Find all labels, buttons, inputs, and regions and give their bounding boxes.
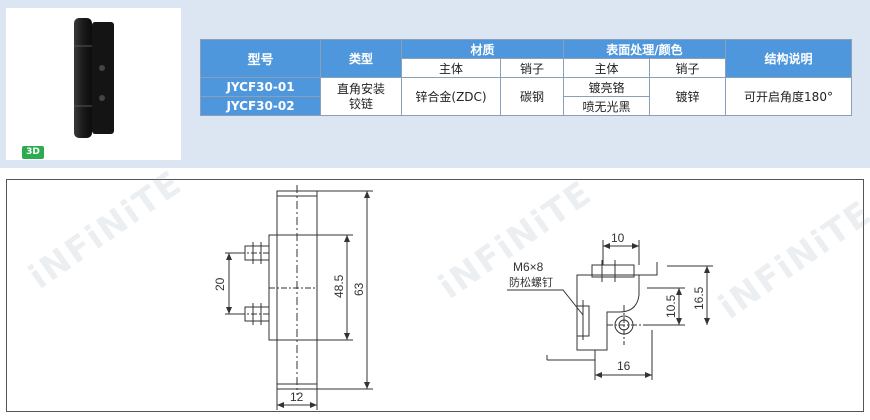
header-type: 类型: [320, 39, 402, 78]
model-row-2: JYCF30-02: [200, 96, 321, 116]
header-material-body: 主体: [401, 58, 501, 78]
spec-panel: 3D 型号 类型 材质 表面处理/颜色 结构说明 主体 销子 主体 销子 JYC…: [0, 0, 870, 168]
3d-badge[interactable]: 3D: [22, 146, 44, 159]
model-row-1: JYCF30-01: [200, 77, 321, 97]
dim-20: 20: [213, 277, 227, 291]
material-body-cell: 锌合金(ZDC): [401, 77, 501, 116]
screw-note: 防松螺钉: [509, 275, 553, 289]
header-structure: 结构说明: [725, 39, 852, 78]
screw-label: M6×8: [513, 260, 544, 274]
dim-16-5: 16.5: [692, 286, 706, 310]
header-material-pin: 销子: [500, 58, 564, 78]
surface-pin-cell: 镀锌: [649, 77, 726, 116]
dim-10-5: 10.5: [664, 294, 678, 318]
product-photo: 3D: [6, 8, 181, 160]
dim-63: 63: [352, 282, 366, 296]
dim-12: 12: [290, 390, 304, 404]
header-surface: 表面处理/颜色: [563, 39, 726, 59]
header-surface-pin: 销子: [649, 58, 726, 78]
surface-body-cell-2: 喷无光黑: [563, 96, 650, 116]
type-cell: 直角安装铰链: [320, 77, 402, 116]
drawing-svg: 20 48.5 63 12 10 M6×8 防松螺钉 10.5 16.5 16: [213, 185, 713, 410]
technical-drawing: iNFiNiTE iNFiNiTE iNFiNiTE: [6, 163, 870, 412]
dim-10: 10: [611, 231, 625, 245]
hinge-image: [74, 18, 114, 138]
spec-table: 型号 类型 材质 表面处理/颜色 结构说明 主体 销子 主体 销子 JYCF30…: [200, 39, 852, 116]
header-material: 材质: [401, 39, 564, 59]
dim-48-5: 48.5: [332, 274, 346, 298]
material-pin-cell: 碳钢: [500, 77, 564, 116]
surface-body-cell-1: 镀亮铬: [563, 77, 650, 97]
header-surface-body: 主体: [563, 58, 650, 78]
structure-cell: 可开启角度180°: [725, 77, 852, 116]
header-model: 型号: [200, 39, 321, 78]
dim-16: 16: [617, 359, 631, 373]
